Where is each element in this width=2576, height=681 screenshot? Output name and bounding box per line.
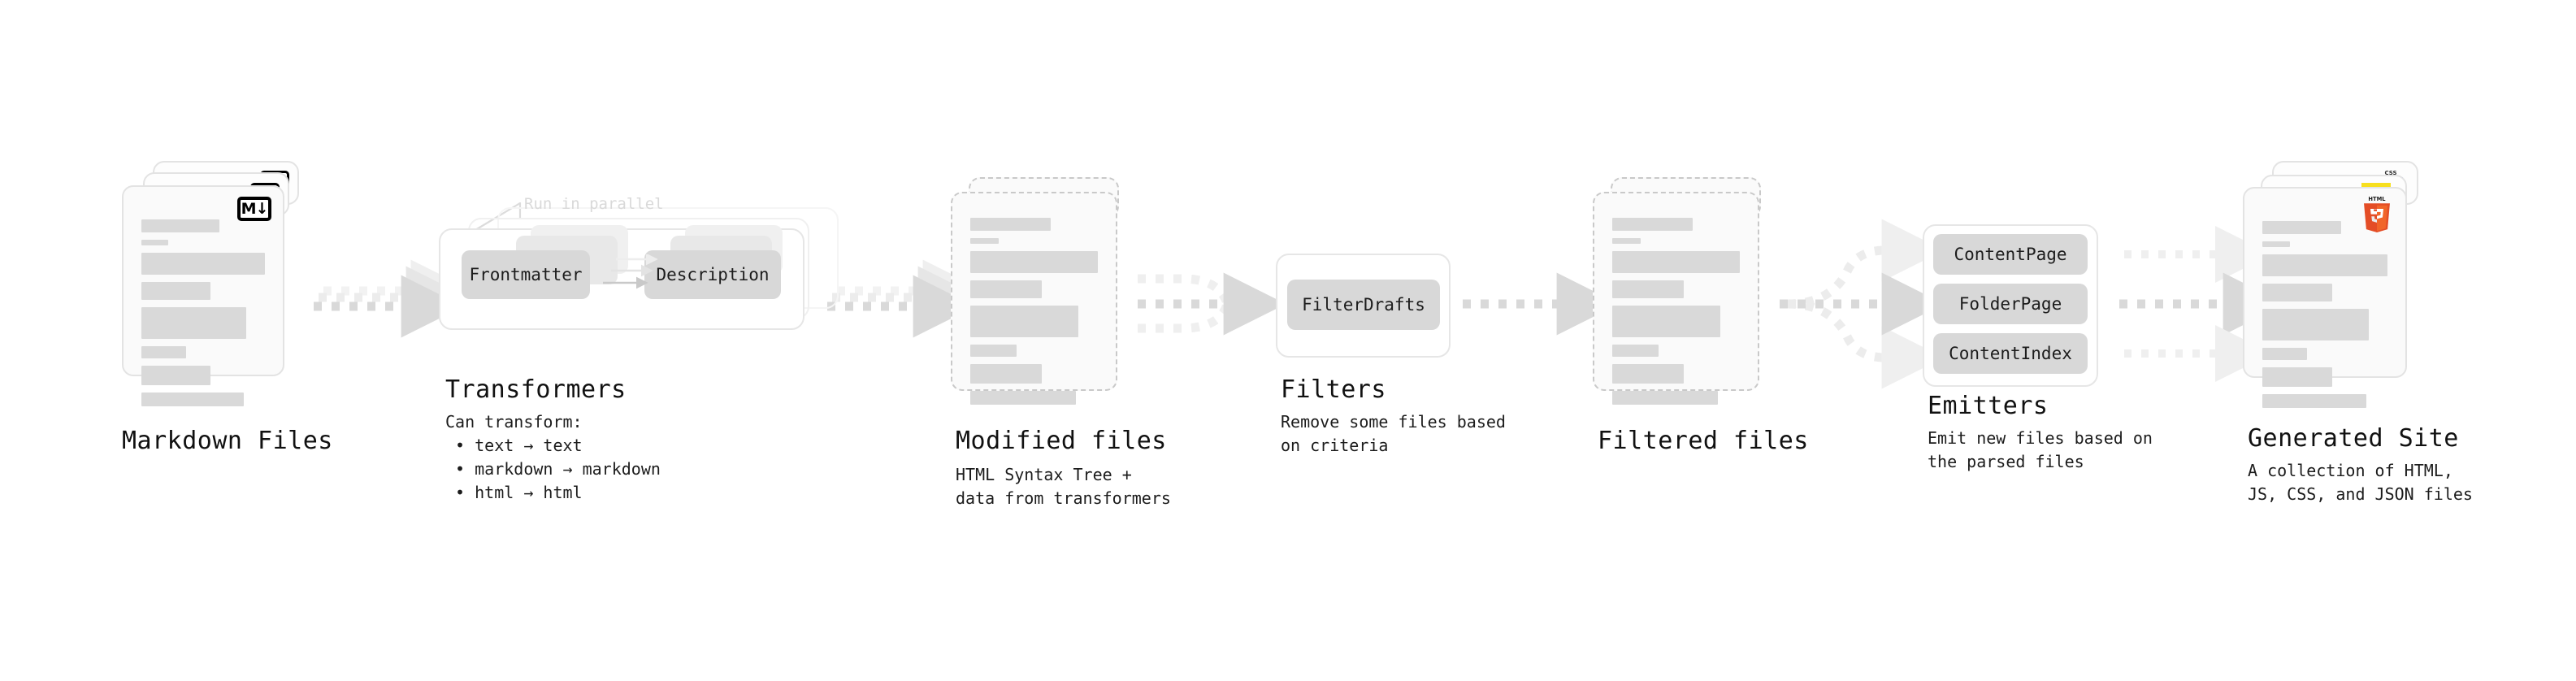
stage-title-generated-site: Generated Site — [2248, 424, 2459, 453]
stage-title-filtered-files: Filtered files — [1598, 427, 1809, 455]
content-bar — [2262, 284, 2333, 301]
css-icon-label: CSS — [2384, 170, 2397, 176]
arrow-modified-to-filters — [1138, 272, 1286, 336]
content-bar — [970, 345, 1017, 357]
content-bar — [141, 393, 245, 406]
site-card-content — [2262, 221, 2387, 415]
content-bar — [2262, 221, 2342, 234]
content-bar — [2262, 367, 2333, 387]
arrow-emitters-to-site — [2119, 226, 2286, 382]
content-bar — [141, 346, 186, 358]
transformer-inner-arrows — [603, 254, 658, 289]
content-bar — [970, 251, 1098, 273]
stage-subtitle-transformers: Can transform: • text → text • markdown … — [445, 412, 661, 502]
content-bar — [970, 306, 1079, 337]
modified-file-stack — [951, 177, 1138, 405]
stage-subtitle-modified-files: HTML Syntax Tree + data from transformer… — [956, 465, 1171, 508]
filter-chip-filterdrafts[interactable]: FilterDrafts — [1287, 280, 1440, 330]
stage-subtitle-emitters: Emit new files based on the parsed files — [1928, 428, 2153, 471]
content-bar — [141, 282, 211, 300]
content-bar — [2262, 309, 2369, 340]
markdown-card-front: M↓ — [122, 185, 284, 406]
filtered-file-stack — [1593, 177, 1780, 405]
stage-subtitle-filters: Remove some files based on criteria — [1281, 412, 1506, 455]
emitter-chip-folderpage[interactable]: FolderPage — [1933, 284, 2088, 324]
content-bar — [1612, 306, 1721, 337]
stage-title-markdown-files: Markdown Files — [122, 427, 333, 455]
generated-site-stack: CSS HTML — [2243, 161, 2438, 408]
content-bar — [141, 240, 169, 245]
content-bar — [970, 238, 999, 244]
transformer-chip-frontmatter[interactable]: Frontmatter — [462, 250, 590, 299]
content-bar — [970, 364, 1042, 384]
content-bar — [2262, 348, 2308, 360]
stage-generated-site: CSS HTML — [2243, 161, 2438, 408]
emitter-chip-contentpage[interactable]: ContentPage — [1933, 234, 2088, 275]
html5-icon: HTML — [2360, 193, 2394, 232]
emitter-chip-contentindex[interactable]: ContentIndex — [1933, 333, 2088, 374]
markdown-card-content — [141, 219, 265, 414]
content-bar — [1612, 364, 1684, 384]
content-bar — [141, 366, 211, 385]
stage-filtered-files — [1593, 177, 1780, 405]
content-bar — [1612, 251, 1740, 273]
content-bar — [2262, 394, 2366, 408]
svg-text:HTML: HTML — [2368, 196, 2386, 202]
modified-card-front — [951, 192, 1117, 405]
arrow-markdown-to-transformers — [314, 259, 474, 338]
content-bar — [141, 253, 265, 275]
arrow-filtered-to-emitters — [1780, 219, 1945, 389]
content-bar — [970, 280, 1042, 298]
modified-card-content — [970, 218, 1098, 412]
stage-title-modified-files: Modified files — [956, 427, 1167, 455]
stage-title-transformers: Transformers — [445, 375, 627, 404]
content-bar — [1612, 238, 1641, 244]
stage-title-filters: Filters — [1281, 375, 1386, 404]
filtered-card-content — [1612, 218, 1740, 412]
markdown-file-stack: M↓ M↓ M↓ — [122, 161, 309, 406]
content-bar — [1612, 345, 1659, 357]
stage-modified-files — [951, 177, 1138, 405]
content-bar — [1612, 280, 1684, 298]
stage-subtitle-generated-site: A collection of HTML, JS, CSS, and JSON … — [2248, 461, 2473, 504]
content-bar — [141, 219, 219, 232]
content-bar — [2262, 241, 2290, 247]
stage-title-emitters: Emitters — [1928, 392, 2049, 420]
content-bar — [1612, 391, 1719, 405]
stage-markdown-files: M↓ M↓ M↓ — [122, 161, 309, 406]
content-bar — [970, 218, 1051, 231]
content-bar — [2262, 254, 2387, 276]
arrow-transformers-to-modified — [827, 259, 986, 338]
annotation-run-in-parallel: Run in parallel — [524, 195, 664, 213]
markdown-icon: M↓ — [237, 197, 271, 221]
content-bar — [970, 391, 1077, 405]
transformer-chip-description[interactable]: Description — [644, 250, 781, 299]
site-card-front: HTML — [2243, 187, 2407, 408]
content-bar — [1612, 218, 1693, 231]
filtered-card-front — [1593, 192, 1759, 405]
content-bar — [141, 307, 247, 339]
